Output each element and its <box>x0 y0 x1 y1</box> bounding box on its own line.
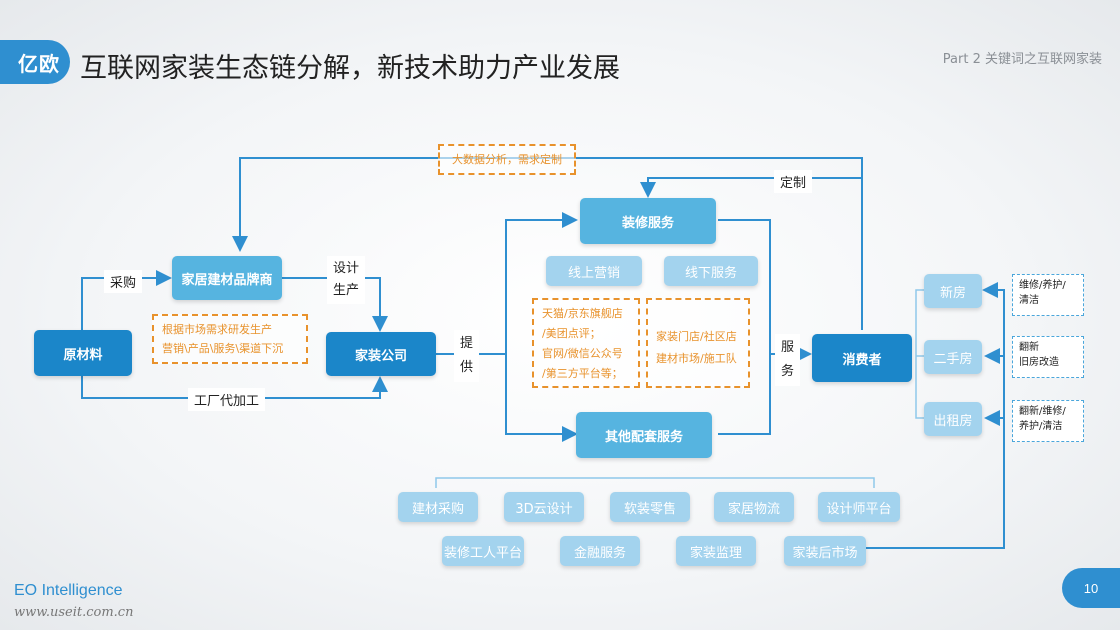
note-rental-house-line: 养护/清洁 <box>1019 421 1063 432</box>
node-other-services: 其他配套服务 <box>576 412 712 458</box>
note-rental-house: 翻新/维修/ 养护/清洁 <box>1012 400 1084 442</box>
note-online-line: /美团点评； <box>542 327 601 340</box>
note-second-house: 翻新 旧房改造 <box>1012 336 1084 378</box>
label-design: 设计 <box>333 261 360 276</box>
support-aftermarket: 家装后市场 <box>784 536 866 566</box>
label-provide-1: 提 <box>460 336 474 351</box>
note-online-line: 天猫/京东旗舰店 <box>542 307 623 320</box>
consumer-to-reno-line <box>640 177 862 198</box>
note-second-house-line: 旧房改造 <box>1019 357 1059 368</box>
logo-text: 亿欧 <box>18 53 60 76</box>
label-provide-2: 供 <box>460 360 474 375</box>
note-rental-house-line: 翻新/维修/ <box>1019 406 1066 417</box>
logo-badge: 亿欧 <box>0 40 70 84</box>
page-number: 10 <box>1062 568 1120 608</box>
note-second-house-line: 翻新 <box>1019 342 1039 353</box>
label-service-2: 务 <box>781 364 795 379</box>
node-new-house: 新房 <box>924 274 982 308</box>
support-soft-decor: 软装零售 <box>610 492 690 522</box>
note-online-line: /第三方平台等； <box>542 367 623 380</box>
node-second-house: 二手房 <box>924 340 982 374</box>
support-building-materials: 建材采购 <box>398 492 478 522</box>
note-new-house-line: 清洁 <box>1019 295 1039 306</box>
note-brand-line1: 根据市场需求研发生产 <box>162 323 272 336</box>
node-offline-service: 线下服务 <box>664 256 758 286</box>
node-online-marketing: 线上营销 <box>546 256 642 286</box>
section-label: Part 2 关键词之互联网家装 <box>942 52 1102 67</box>
label-provide: 提 供 <box>454 330 480 382</box>
label-service-1: 服 <box>781 340 795 355</box>
note-offline-line: 建材市场/施工队 <box>656 352 737 365</box>
support-bracket <box>435 477 875 488</box>
note-online-line: 官网/微信公众号 <box>542 347 623 360</box>
support-3d-design: 3D云设计 <box>504 492 584 522</box>
support-finance: 金融服务 <box>560 536 640 566</box>
label-design-produce: 设计 生产 <box>327 256 366 304</box>
label-service: 服 务 <box>775 334 801 386</box>
note-bigdata: 大数据分析，需求定制 <box>438 144 576 175</box>
node-raw-material: 原材料 <box>34 330 132 376</box>
support-worker-platform: 装修工人平台 <box>442 536 524 566</box>
note-new-house: 维修/养护/ 清洁 <box>1012 274 1084 316</box>
note-new-house-line: 维修/养护/ <box>1019 280 1066 291</box>
label-oem: 工厂代加工 <box>188 388 266 411</box>
label-produce: 生产 <box>333 283 360 298</box>
services-right-bracket <box>718 219 771 435</box>
node-renovation-service: 装修服务 <box>580 198 716 244</box>
brand-to-company-line <box>282 277 388 332</box>
note-brand-line2: 营销\产品\服务\渠道下沉 <box>162 342 284 355</box>
note-offline-line: 家装门店/社区店 <box>656 330 737 343</box>
support-designer-platform: 设计师平台 <box>818 492 900 522</box>
page-title: 互联网家装生态链分解，新技术助力产业发展 <box>80 53 620 84</box>
support-supervision: 家装监理 <box>676 536 756 566</box>
note-online-channels: 天猫/京东旗舰店 /美团点评； 官网/微信公众号 /第三方平台等； <box>532 298 640 388</box>
label-purchase: 采购 <box>104 270 143 293</box>
label-custom: 定制 <box>774 170 813 193</box>
note-offline-channels: 家装门店/社区店 建材市场/施工队 <box>646 298 750 388</box>
footer-brand: EO Intelligence <box>14 582 123 599</box>
footer-url: www.useit.com.cn <box>14 605 134 620</box>
node-rental-house: 出租房 <box>924 402 982 436</box>
node-brand: 家居建材品牌商 <box>172 256 282 300</box>
node-company: 家装公司 <box>326 332 436 376</box>
support-logistics: 家居物流 <box>714 492 794 522</box>
note-brand: 根据市场需求研发生产 营销\产品\服务\渠道下沉 <box>152 314 308 364</box>
node-consumer: 消费者 <box>812 334 912 382</box>
